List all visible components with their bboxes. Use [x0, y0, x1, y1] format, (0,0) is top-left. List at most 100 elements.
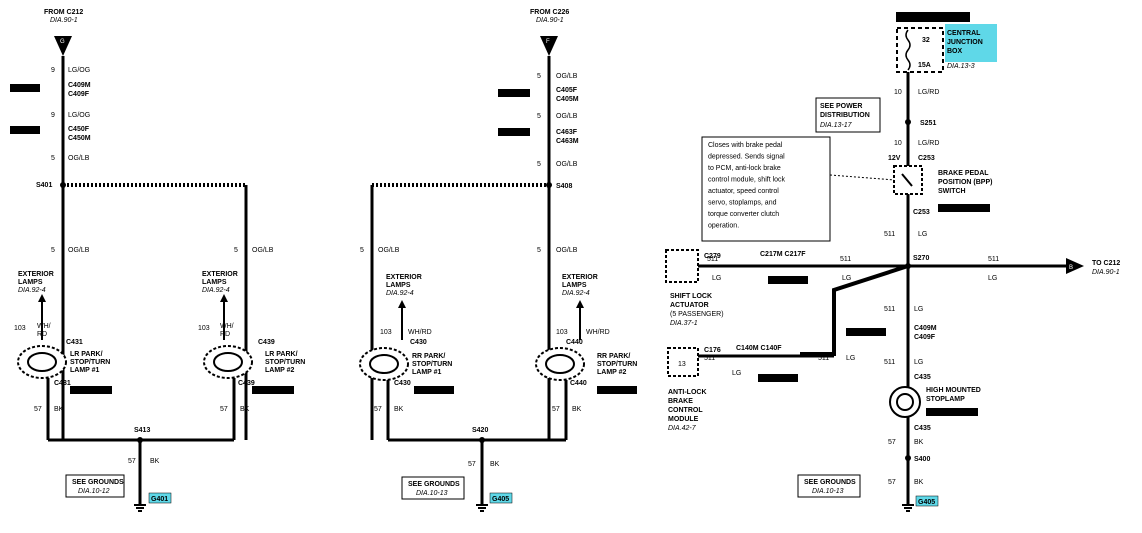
pin-9b: 9: [51, 112, 55, 119]
abs-branch-wire: [800, 264, 909, 356]
stoplamp-filament-icon: [896, 393, 914, 411]
hms-label1: HIGH MOUNTED: [926, 387, 981, 394]
connector-f-arrow: [540, 36, 558, 56]
c140-label: C140M C140F: [736, 345, 782, 352]
pin-10: 10: [894, 89, 902, 96]
ext-lamps-title2-b: LAMPS: [202, 279, 227, 286]
pin-103: 103: [380, 329, 392, 336]
pin-57c: 57: [468, 461, 476, 468]
pin-511b: 511: [707, 256, 718, 263]
c430-label: C430: [410, 339, 427, 346]
note-line: servo, stoplamps, and: [708, 200, 777, 207]
stoplamp-bulb-icon: [889, 386, 921, 418]
pin-57b: 57: [220, 406, 228, 413]
reference-tag: [70, 386, 112, 394]
lamp1-name: RR PARK/: [412, 353, 445, 360]
note-line: to PCM, anti-lock brake: [708, 165, 781, 172]
splice-s408: S408: [556, 183, 572, 190]
wire-bk-b: BK: [572, 406, 582, 413]
to-c212-label: TO C212: [1092, 260, 1120, 267]
lamp2-name2: STOP/TURN: [597, 361, 637, 368]
fuse-amp: 15A: [918, 62, 931, 69]
power-dist-dia: DIA.13-17: [820, 122, 853, 129]
c176-label: C176: [704, 347, 721, 354]
wire-lg-f: LG: [732, 370, 741, 377]
wire-lgrd-b: LG/RD: [918, 140, 939, 147]
wire-oglb-c: OG/LB: [252, 247, 274, 254]
voltage-label: 12V: [888, 155, 901, 162]
abs-dia: DIA.42-7: [668, 425, 697, 432]
reference-tag: [768, 276, 808, 284]
wire-whrd-b: WH/RD: [586, 329, 610, 336]
lamp-filament-icon: [545, 354, 575, 374]
up-arrow-icon: [38, 294, 46, 302]
c279-label: C279: [704, 253, 721, 260]
note-line: operation.: [708, 223, 739, 230]
wire-bk: BK: [54, 406, 64, 413]
switch-contact-icon: [901, 173, 913, 187]
reference-tag: [414, 386, 454, 394]
lamp1-name2: STOP/TURN: [412, 361, 452, 368]
wire-bk-c: BK: [490, 461, 500, 468]
pin-511g: 511: [818, 355, 829, 362]
fuse-number: 32: [922, 37, 930, 44]
fuse-icon: [905, 29, 911, 71]
cjb-label: CENTRAL: [947, 30, 981, 37]
splice-s413: S413: [134, 427, 150, 434]
ext-lamps-dia: DIA.92-4: [386, 290, 414, 297]
reference-tag: [498, 128, 530, 136]
pin-103-b: 103: [198, 325, 210, 332]
wire-lgog-b: LG/OG: [68, 112, 90, 119]
to-c212-dia: DIA.90-1: [1092, 269, 1120, 276]
c409m-label: C409M: [914, 325, 937, 332]
pin-103: 103: [14, 325, 26, 332]
splice-s401: S401: [36, 182, 52, 189]
from-c226-label: FROM C226: [530, 9, 569, 16]
abs-label3: CONTROL: [668, 407, 703, 414]
c409f-label: C409F: [914, 334, 936, 341]
lamp-filament-icon: [213, 352, 243, 372]
hot-at-all-times-tag: [896, 12, 970, 22]
ext-lamps-dia: DIA.92-4: [18, 287, 46, 294]
splice-dot: [905, 455, 911, 461]
ext-lamps-dia-b: DIA.92-4: [562, 290, 590, 297]
from-c226-dia: DIA.90-1: [536, 17, 564, 24]
abs-label2: BRAKE: [668, 398, 693, 405]
pin-57b: 57: [888, 479, 896, 486]
power-dist-label2: DISTRIBUTION: [820, 112, 870, 119]
reference-tag: [926, 408, 978, 416]
connector-b-letter: B: [1069, 265, 1073, 271]
see-grounds-dia: DIA.10-12: [78, 488, 110, 495]
c439-label-b: C439: [238, 380, 255, 387]
lamp2-name3: LAMP #2: [265, 367, 295, 374]
middle-circuit: FROM C226 DIA.90-1 F 5 OG/LB C405F C405M…: [359, 9, 637, 512]
wire-lgog: LG/OG: [68, 67, 90, 74]
wire-lg-g: LG: [846, 355, 855, 362]
cjb-box: [896, 27, 944, 73]
lamp1-name3: LAMP #1: [412, 369, 442, 376]
wire-whrd-2b: RD: [220, 331, 230, 338]
splice-dot: [905, 119, 911, 125]
c431-label-b: C431: [54, 380, 71, 387]
ground-g401-tag: [148, 492, 172, 504]
up-arrow-icon: [398, 300, 406, 308]
right-circuit: 32 15A CENTRAL JUNCTION BOX DIA.13-3 10 …: [665, 12, 1120, 512]
lamp2-name2: STOP/TURN: [265, 359, 305, 366]
see-grounds-box: [65, 474, 125, 498]
pin-5c: 5: [537, 161, 541, 168]
ground-g401: G401: [151, 496, 168, 503]
wire-bk-c: BK: [150, 458, 160, 465]
up-arrow-icon: [220, 294, 228, 302]
note-line: control module, shift lock: [708, 177, 786, 184]
abs-label1: ANTI-LOCK: [668, 389, 707, 396]
pin-511f: 511: [704, 355, 715, 362]
pin-5b: 5: [51, 247, 55, 254]
wire-lg-c: LG: [842, 275, 851, 282]
wire-lg: LG: [918, 231, 927, 238]
see-grounds-box: [401, 476, 465, 500]
see-grounds-dia: DIA.10-13: [416, 490, 448, 497]
c463f-label: C463F: [556, 129, 578, 136]
wire-bk-b: BK: [914, 479, 924, 486]
wire-oglb: OG/LB: [68, 155, 90, 162]
